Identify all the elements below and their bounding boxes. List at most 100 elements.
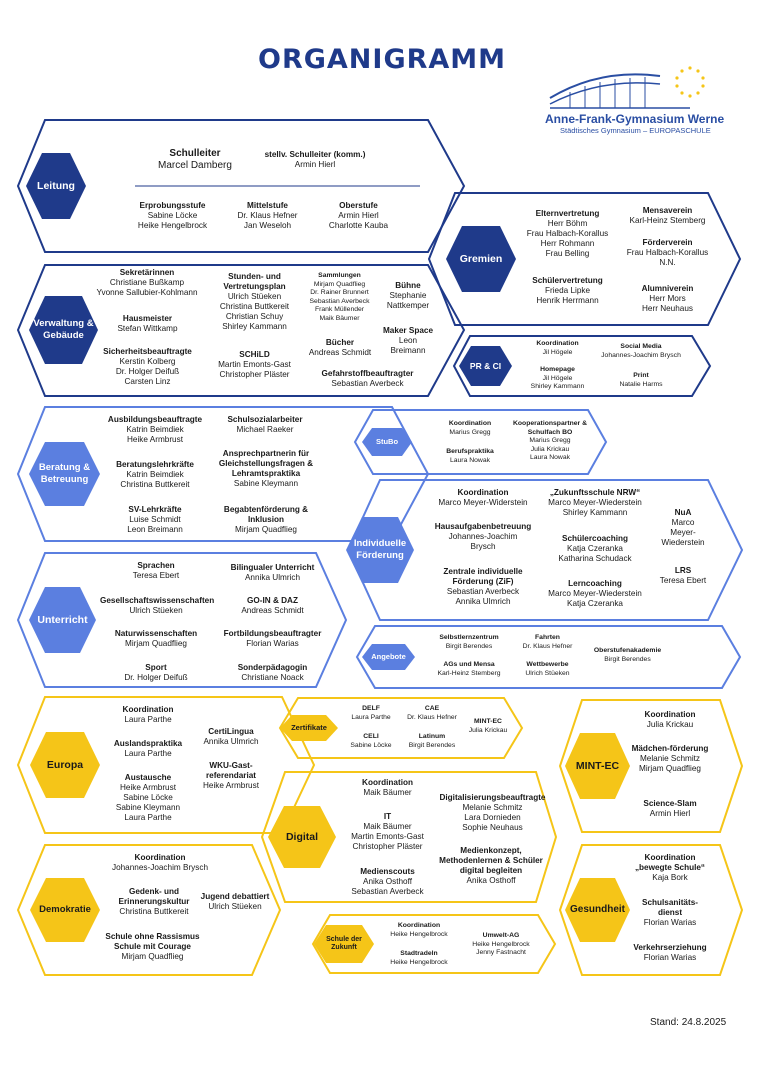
role-title: Gesellschaftswissenschaften (100, 596, 215, 605)
role-title: Stunden- und Vertretungsplan (223, 272, 286, 291)
role-title: SCHiLD (239, 350, 270, 359)
role-stellv: stellv. Schulleiter (komm.) Armin Hierl (255, 150, 375, 170)
person-name: Nattkemper (386, 301, 430, 310)
role-prci-koordination: Koordination Jil Högele (520, 340, 595, 357)
role-title: LRS (674, 566, 692, 575)
role-title: Sonderpädagogin (237, 663, 308, 672)
person-name: Marco (671, 518, 695, 527)
role-verkehrserziehung: Verkehrserziehung Florian Warias (630, 943, 710, 963)
person-name: Melanie Schmitz (462, 803, 523, 812)
person-name: Jenny Fastnacht (476, 949, 526, 956)
role-elternvertretung: Elternvertretung Herr Böhm Frau Halbach-… (520, 209, 615, 259)
person-name: Leon (398, 336, 418, 345)
role-title: Koordination (122, 705, 174, 714)
person-name: Sabine Löcke (123, 793, 173, 802)
person-name: Brysch (470, 542, 496, 551)
person-name: Maik Bäumer (363, 788, 412, 797)
role-title: GO-IN & DAZ (247, 596, 298, 605)
person-name: Christopher Pläster (352, 842, 423, 851)
mint-hex (565, 733, 630, 799)
role-ags-mensa: AGs und Mensa Karl-Heinz Stemberg (428, 661, 510, 678)
role-title: Koordination (134, 853, 186, 862)
person-name: Dr. Klaus Hefner (407, 713, 457, 721)
person-name: Laura Nowak (529, 454, 571, 461)
role-title: Koordination (644, 710, 696, 719)
person-name: Annika Ulmrich (455, 597, 511, 606)
leitung-frame (16, 119, 466, 253)
role-mint-koordination: Koordination Julia Krickau (630, 710, 710, 730)
person-name: Martin Emonts-Gast (218, 360, 291, 369)
role-title: Hausmeister (122, 314, 173, 323)
person-name: Laura Nowak (449, 456, 491, 464)
stubo-label: StuBo (375, 437, 399, 446)
gremien-hex (446, 226, 516, 292)
person-name: Laura Parthe (124, 715, 172, 724)
role-title: Umwelt-AG (482, 932, 520, 939)
person-name: Florian Warias (643, 953, 697, 962)
person-name: Sebastian Averbeck (331, 379, 404, 388)
prci-hex (459, 346, 512, 386)
role-title: Förderverein (642, 238, 693, 247)
role-begabtenfoerderung: Begabtenförderung & Inklusion Mirjam Qua… (212, 505, 320, 535)
role-title: Jugend debattiert (200, 892, 270, 901)
role-homepage: Homepage Jil Högele Shirley Kammann (520, 366, 595, 392)
role-title: Ansprechpartnerin für Gleichstellungsfra… (218, 449, 314, 478)
role-title: SV-Lehrkräfte (128, 505, 182, 514)
person-name: Christian Schuy (225, 312, 284, 321)
person-name: Ulrich Stüeken (129, 606, 183, 615)
role-title: WKU-Gast-referendariat (205, 761, 257, 780)
person-name: Mirjam Quadflieg (121, 952, 184, 961)
role-title: MINT-EC (474, 718, 502, 725)
person-name: Meyer- (670, 528, 696, 537)
person-name: Katrin Beimdiek (126, 470, 184, 479)
role-gleichstellung: Ansprechpartnerin für Gleichstellungsfra… (212, 449, 320, 489)
role-schuelervertretung: Schülervertretung Frieda Lipke Henrik He… (520, 276, 615, 306)
leitung-label: Leitung (37, 180, 75, 192)
role-hausmeister: Hausmeister Stefan Wittkamp (100, 314, 195, 334)
person-name: Mirjam Quadflieg (639, 764, 701, 773)
digital-frame (260, 771, 558, 903)
person-name: Julia Krickau (530, 445, 570, 453)
role-umwelt-ag: Umwelt-AG Heike Hengelbrock Jenny Fastna… (460, 932, 542, 958)
person-name: Teresa Ebert (659, 576, 707, 585)
zukunft-hex (314, 925, 374, 963)
role-title: Stadtradeln (400, 950, 438, 957)
role-hausaufgabenbetreuung: Hausaufgabenbetreuung Johannes-Joachim B… (427, 522, 539, 552)
role-title: Mittelstufe (247, 201, 288, 210)
person-name: Armin Hierl (338, 211, 379, 220)
prci-label: PR & CI (469, 361, 502, 371)
role-title: Sammlungen (318, 272, 361, 279)
role-zukunftsschule: „Zukunftsschule NRW“ Marco Meyer-Wieders… (541, 488, 649, 518)
person-name: Shirley Kammann (222, 322, 287, 331)
demokratie-hex (30, 878, 100, 942)
gremien-label: Gremien (459, 253, 503, 265)
role-stubo-koordination: Koordination Marius Gregg (430, 420, 510, 437)
role-title: Koordination (457, 488, 509, 497)
role-sicherheitsbeauftragte: Sicherheitsbeauftragte Kerstin Kolberg D… (100, 347, 195, 387)
role-go-in-daz: GO-IN & DAZ Andreas Schmidt (215, 596, 330, 616)
role-title: DELF (362, 705, 380, 712)
role-europa-koordination: Koordination Laura Parthe (104, 705, 192, 725)
person-name: Karl-Heinz Stemberg (629, 216, 706, 225)
logo-name: Anne-Frank-Gymnasium Werne (545, 112, 725, 126)
person-name: Shirley Kammann (530, 383, 585, 390)
zukunft-label: Schule der Zukunft (326, 935, 362, 952)
beratung-label: Beratung & Betreuung (38, 462, 91, 485)
person-name: Johannes-Joachim (448, 532, 518, 541)
role-fahrten: Fahrten Dr. Klaus Hefner (510, 634, 585, 651)
person-name: Maik Bäumer (363, 822, 412, 831)
demokratie-label: Demokratie (39, 904, 91, 915)
role-title: Print (633, 372, 649, 379)
role-title: Oberstufe (339, 201, 378, 210)
role-stundenplan: Stunden- und Vertretungsplan Ulrich Stüe… (207, 272, 302, 332)
role-schild: SCHiLD Martin Emonts-Gast Christopher Pl… (207, 350, 302, 380)
person-name: Dr. Holger Deifuß (115, 367, 180, 376)
person-name: Christiane Noack (241, 673, 304, 682)
role-bilingual: Bilingualer Unterricht Annika Ulmrich (215, 563, 330, 583)
role-title: Koordination (536, 340, 579, 347)
role-zert-mintec: MINT-EC Julia Krickau (460, 718, 516, 735)
role-alumniverein: Alumniverein Herr Mors Herr Neuhaus (620, 284, 715, 314)
role-title: Fahrten (535, 634, 560, 641)
role-title: Digitalisierungsbeauftragte (439, 793, 546, 802)
